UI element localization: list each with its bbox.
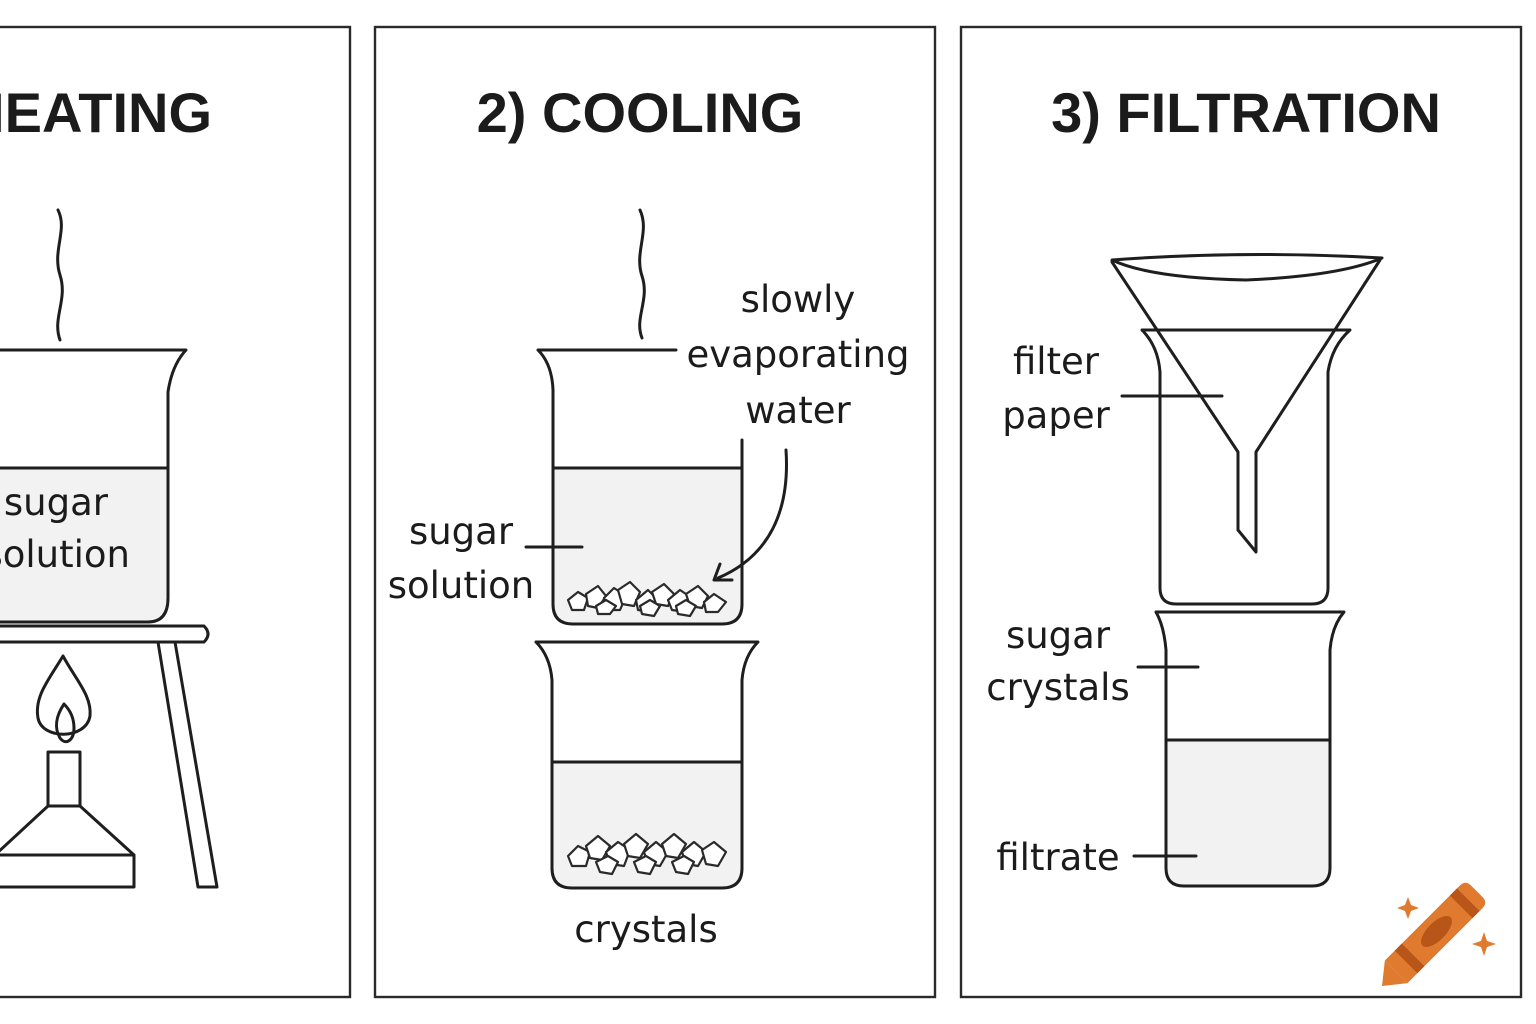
- beaker-filtration-bottom: [1154, 610, 1346, 888]
- label-evaporating-1: slowly: [741, 278, 856, 321]
- steam-icon: [638, 208, 646, 340]
- arrowhead-icon: [712, 562, 734, 582]
- label-heating-solution-1: sugar: [4, 481, 109, 524]
- flame-icon: [35, 654, 92, 736]
- crystals-top: [566, 580, 728, 618]
- panel-cooling: 2) COOLING: [373, 25, 937, 999]
- label-filtrate: filtrate: [996, 836, 1119, 879]
- label-sugar-crystals-2: crystals: [986, 666, 1129, 709]
- beaker-cooling-top: [536, 348, 744, 626]
- label-evaporating-2: evaporating: [686, 333, 909, 376]
- panel-filtration-title: 3) FILTRATION: [1051, 81, 1441, 144]
- bunsen-burner: [0, 654, 136, 889]
- beaker-filtration-top: [1140, 328, 1352, 606]
- filter-funnel: [1110, 252, 1384, 554]
- evaporation-arrow: [716, 448, 788, 580]
- label-filter-1: filter: [1013, 340, 1100, 383]
- label-heating-solution-2: solution: [0, 533, 130, 576]
- panel-heating: HEATING sugar solution: [0, 25, 352, 999]
- crayon-icon: [1382, 882, 1496, 986]
- label-cooling-solution-1: sugar: [409, 510, 514, 553]
- label-sugar-crystals-1: sugar: [1006, 614, 1111, 657]
- label-crystals: crystals: [574, 908, 717, 951]
- liquid-heating: [0, 468, 168, 622]
- steam-icon: [56, 208, 64, 342]
- tripod-stand: [0, 624, 219, 889]
- panel-cooling-title: 2) COOLING: [477, 81, 804, 144]
- label-evaporating-3: water: [745, 389, 851, 432]
- crystals-bottom: [566, 832, 728, 876]
- liquid-filtrate: [1166, 740, 1330, 886]
- panel-filtration: 3) FILTRATION filter paper sugar crystal…: [959, 25, 1523, 999]
- label-filter-2: paper: [1002, 394, 1110, 437]
- label-cooling-solution-2: solution: [388, 564, 535, 607]
- beaker-heating: [0, 348, 188, 624]
- liquid-cooling-top: [553, 468, 742, 624]
- panel-heating-title: HEATING: [0, 81, 212, 144]
